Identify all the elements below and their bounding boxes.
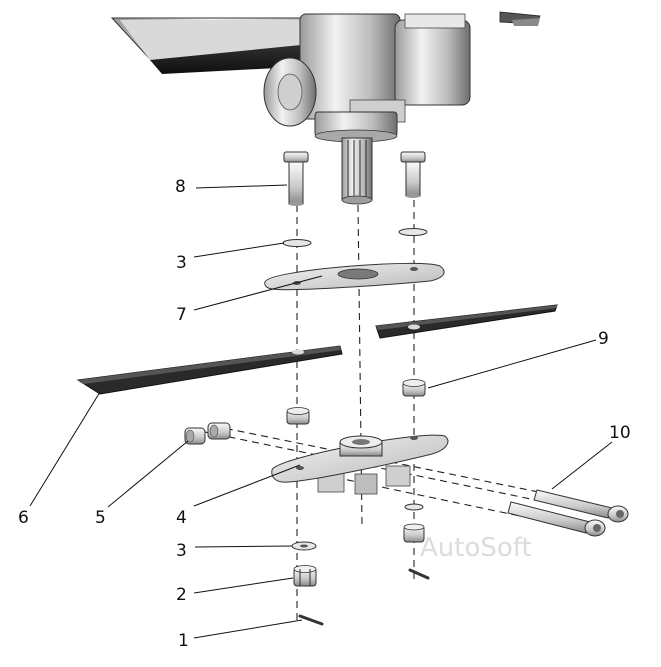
bushing-right <box>402 379 426 397</box>
callout-6: 6 <box>18 508 29 528</box>
watermark-text: AutoSoft <box>420 533 532 563</box>
callout-9: 9 <box>598 329 609 349</box>
callout-10: 10 <box>609 423 631 443</box>
upper-plate <box>264 262 445 291</box>
callout-5: 5 <box>95 508 106 528</box>
long-bolt-upper <box>533 489 629 523</box>
lower-washer-hole <box>300 544 308 548</box>
callout-4: 4 <box>176 508 187 528</box>
upper-bolt-left <box>283 151 309 206</box>
long-bolt-lower <box>507 501 606 537</box>
bushing-left <box>286 407 310 425</box>
upper-washer-left <box>282 239 312 247</box>
short-knife-blade <box>375 304 558 339</box>
upper-washer-right <box>398 228 428 236</box>
long-knife-blade <box>76 345 343 395</box>
callout-8: 8 <box>175 177 186 197</box>
splined-shaft <box>341 137 373 205</box>
castle-nut <box>293 565 317 587</box>
callout-3-lower: 3 <box>176 541 187 561</box>
gearbox-housing <box>110 11 541 143</box>
right-lower-stack <box>403 503 430 580</box>
leader-lines <box>29 184 613 639</box>
callout-2: 2 <box>176 585 187 605</box>
lower-holder-plate <box>271 434 449 495</box>
callout-1: 1 <box>178 631 189 651</box>
cotter-pin <box>298 614 324 626</box>
nut-pair <box>184 422 231 445</box>
upper-bolt-right <box>400 151 426 198</box>
callout-7: 7 <box>176 305 187 325</box>
callout-3-upper: 3 <box>176 253 187 273</box>
